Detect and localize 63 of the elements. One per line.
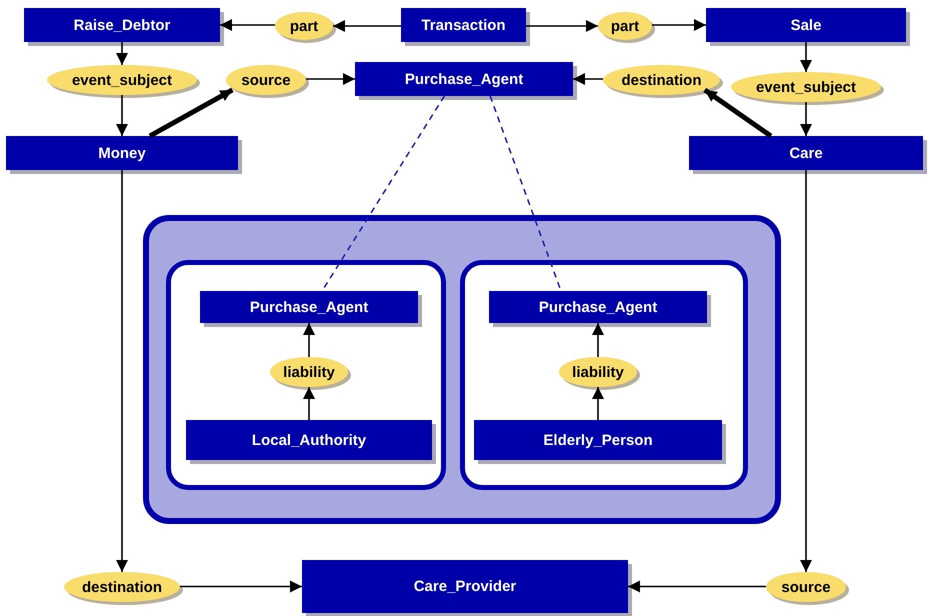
concept-box (302, 560, 628, 613)
concept-box (200, 291, 418, 323)
role-label: part (290, 18, 318, 34)
role-ellipse (559, 357, 637, 387)
arrow (628, 580, 766, 592)
group-box (166, 260, 446, 490)
concept-label: Purchase_Agent (538, 298, 658, 316)
concept-label: Elderly_Person (543, 432, 653, 448)
concept-box (689, 136, 923, 170)
arrow (526, 20, 598, 32)
role-label: destination (621, 72, 702, 88)
arrow (148, 88, 234, 138)
arrow (333, 20, 401, 32)
role-label: source (781, 578, 831, 596)
concept-box (474, 420, 722, 460)
arrow (116, 95, 128, 136)
concept-box (489, 291, 707, 323)
arrow (306, 73, 355, 85)
role-label: event_subject (756, 78, 856, 96)
role-ellipse (766, 572, 846, 602)
concept-label: Raise_Debtor (74, 16, 170, 34)
role-label: liability (283, 364, 335, 380)
concept-label: Purchase_Agent (404, 70, 524, 88)
group-panel (143, 215, 781, 524)
arrow (800, 102, 812, 136)
role-ellipse (226, 65, 306, 95)
group-box (460, 260, 748, 490)
role-label: destination (82, 578, 162, 596)
arrow (116, 42, 128, 65)
role-ellipse (275, 12, 333, 40)
concept-label: Care (789, 144, 823, 162)
concept-label: Transaction (421, 16, 506, 34)
concept-label: Money (98, 144, 146, 162)
role-ellipse (598, 12, 652, 40)
arrow (116, 170, 128, 572)
arrow (800, 170, 812, 572)
concept-label: Care_Provider (414, 578, 516, 595)
concept-label: Local_Authority (252, 432, 366, 448)
role-label: part (610, 18, 640, 34)
arrow (800, 42, 812, 72)
arrow (180, 580, 302, 592)
concept-box (355, 62, 573, 96)
role-label: source (241, 72, 291, 88)
role-ellipse (603, 65, 720, 95)
concept-box (186, 420, 432, 460)
arrow (220, 19, 275, 31)
concept-box (706, 8, 906, 42)
concept-label: Sale (790, 16, 822, 34)
arrow (592, 387, 604, 420)
concept-box (6, 136, 238, 170)
arrow (703, 88, 772, 138)
concept-box (24, 8, 220, 42)
arrow (303, 323, 315, 357)
role-ellipse (64, 572, 180, 602)
role-ellipse (270, 357, 348, 387)
role-label: event_subject (72, 72, 172, 88)
arrow (652, 19, 706, 31)
arrow (573, 73, 603, 85)
arrow (303, 387, 315, 420)
concept-box (401, 8, 526, 42)
concept-label: Purchase_Agent (250, 298, 368, 316)
role-label: liability (572, 364, 624, 380)
arrow (592, 323, 604, 357)
